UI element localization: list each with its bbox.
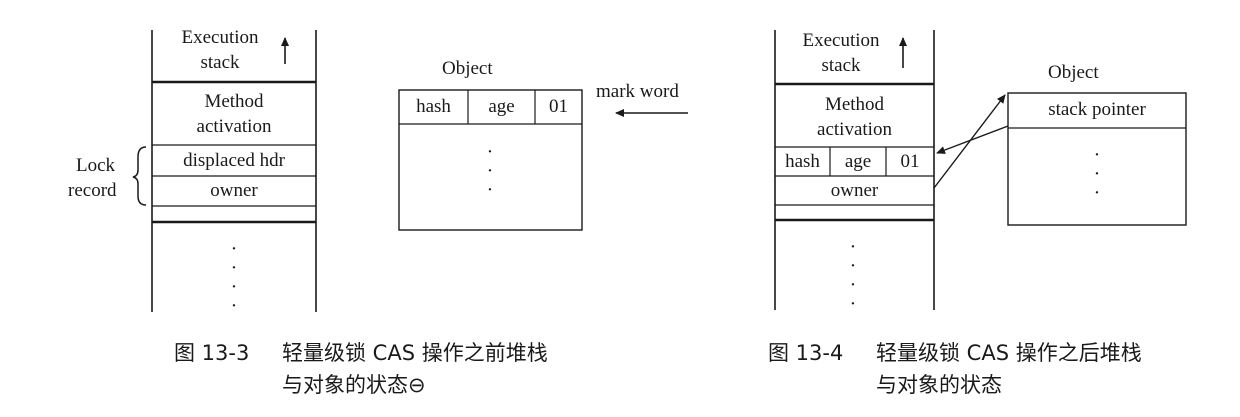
mark-word-label: mark word xyxy=(596,81,679,102)
left-stack-title-line2: stack xyxy=(200,52,240,73)
left-method-activation-line1: Method xyxy=(204,91,264,112)
right-object-ellipsis: ··· xyxy=(1093,144,1101,204)
right-stack-title-line2: stack xyxy=(821,55,861,76)
lock-record-label-line1: Lock xyxy=(76,155,116,176)
right-method-activation-line2: activation xyxy=(817,119,892,140)
left-age-cell: age xyxy=(488,96,515,117)
left-caption-line2: 与对象的状态⊖ xyxy=(282,373,426,397)
displaced-hdr-cell: displaced hdr xyxy=(183,150,285,171)
left-hash-cell: hash xyxy=(416,96,451,117)
right-caption-number: 图 13-4 xyxy=(768,341,844,365)
pointer-arrows xyxy=(933,94,1009,189)
right-hash-cell: hash xyxy=(785,151,820,172)
right-bits-cell: 01 xyxy=(900,151,920,172)
left-caption-number: 图 13-3 xyxy=(174,341,250,365)
left-object-title: Object xyxy=(442,58,493,79)
left-object-ellipsis: ··· xyxy=(486,141,494,201)
right-execution-stack xyxy=(774,30,935,310)
right-caption: 图 13-4 轻量级锁 CAS 操作之后堆栈 xyxy=(768,338,1142,368)
left-object-box xyxy=(398,89,583,231)
left-execution-stack xyxy=(151,30,317,312)
left-stack-ellipsis: ···· xyxy=(230,238,238,317)
right-object-box xyxy=(1007,92,1187,226)
left-caption-line1: 轻量级锁 CAS 操作之前堆栈 xyxy=(282,341,548,365)
lock-record-brace xyxy=(132,146,147,206)
right-method-activation-line1: Method xyxy=(824,94,885,115)
left-method-activation-line2: activation xyxy=(196,116,272,137)
right-stack-ellipsis: ···· xyxy=(849,236,857,315)
right-caption-line1: 轻量级锁 CAS 操作之后堆栈 xyxy=(876,341,1142,365)
stack-pointer-cell: stack pointer xyxy=(1048,99,1146,120)
left-owner-cell: owner xyxy=(210,180,258,201)
right-object-title: Object xyxy=(1048,62,1099,83)
right-stack-title-line1: Execution xyxy=(802,30,880,51)
left-stack-title-line1: Execution xyxy=(181,27,259,48)
lock-record-label-line2: record xyxy=(68,180,117,201)
left-bits-cell: 01 xyxy=(549,96,568,117)
right-owner-cell: owner xyxy=(830,180,879,201)
right-age-cell: age xyxy=(844,151,872,172)
right-caption-line2: 与对象的状态 xyxy=(876,373,1002,397)
left-caption: 图 13-3 轻量级锁 CAS 操作之前堆栈 xyxy=(174,338,548,368)
